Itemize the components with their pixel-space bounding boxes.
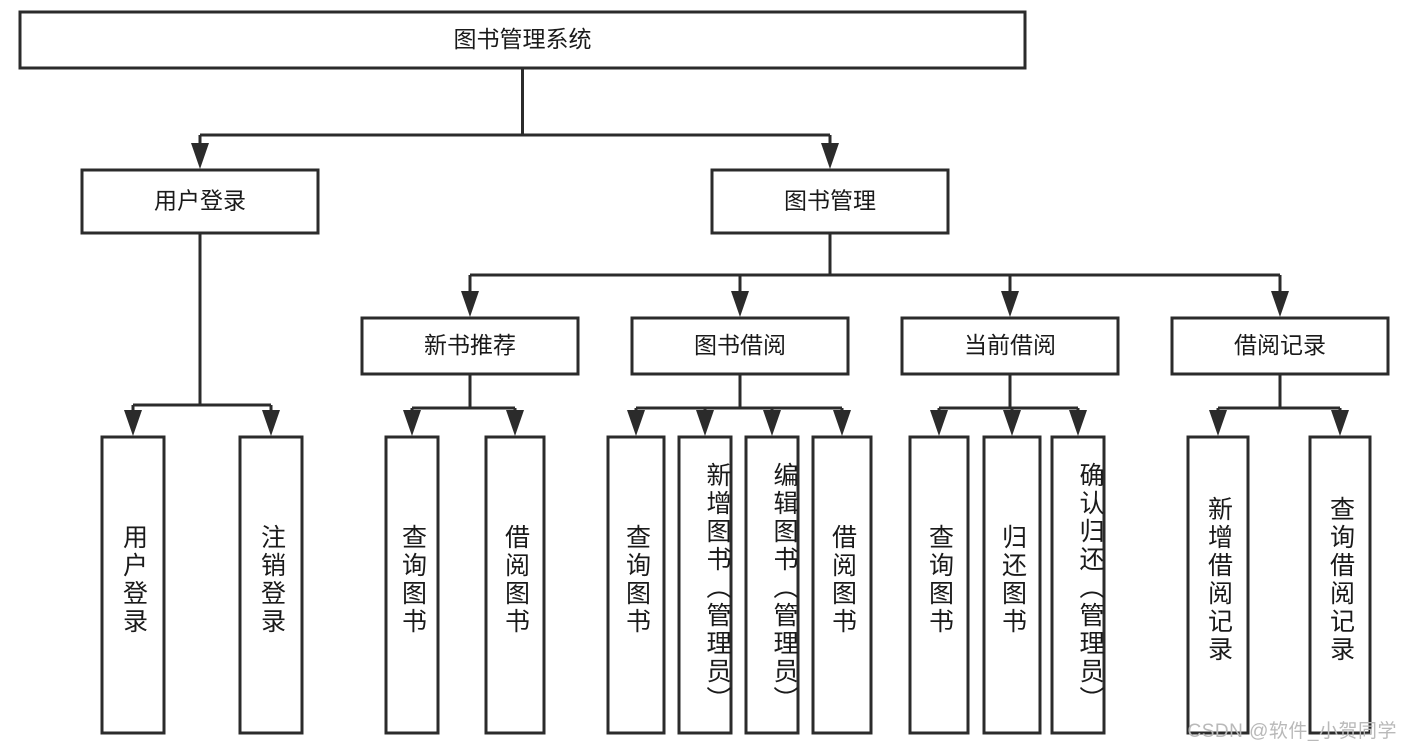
- watermark: CSDN @软件_小贺同学: [1187, 721, 1397, 742]
- leaf-box-leaf-add-book[interactable]: [677, 435, 733, 735]
- node-label-current-borrow: 当前借阅: [964, 332, 1056, 358]
- arrow-head-leaf-return-book: [1003, 410, 1021, 436]
- arrow-head-leaf-query-record: [1331, 410, 1349, 436]
- arrow-head-book-manage: [821, 143, 839, 169]
- leaf-box-leaf-edit-book[interactable]: [744, 435, 800, 735]
- arrow-head-leaf-borrow-book-b: [833, 410, 851, 436]
- node-box-new-book-rec[interactable]: [360, 316, 580, 376]
- arrow-head-leaf-logout: [262, 410, 280, 436]
- leaf-box-leaf-query-record[interactable]: [1308, 435, 1372, 735]
- arrow-head-book-borrow: [731, 291, 749, 317]
- leaf-box-leaf-return-book[interactable]: [982, 435, 1042, 735]
- arrow-head-leaf-borrow-book-rec: [506, 410, 524, 436]
- leaf-box-leaf-user-login[interactable]: [100, 435, 166, 735]
- node-label-user-login: 用户登录: [154, 188, 246, 214]
- node-box-book-borrow[interactable]: [630, 316, 850, 376]
- arrow-head-borrow-record: [1271, 291, 1289, 317]
- leaf-box-leaf-borrow-book-rec[interactable]: [484, 435, 546, 735]
- node-label-borrow-record: 借阅记录: [1234, 332, 1326, 358]
- node-label-new-book-rec: 新书推荐: [424, 332, 516, 358]
- arrow-head-leaf-query-book-b: [627, 410, 645, 436]
- node-box-book-manage[interactable]: [710, 168, 950, 235]
- arrow-head-leaf-query-book-c: [930, 410, 948, 436]
- node-box-user-login[interactable]: [80, 168, 320, 235]
- leaf-box-leaf-query-book-c[interactable]: [908, 435, 970, 735]
- leaf-box-leaf-add-record[interactable]: [1186, 435, 1250, 735]
- leaf-box-leaf-query-book-rec[interactable]: [384, 435, 440, 735]
- arrow-head-leaf-query-book-rec: [403, 410, 421, 436]
- leaf-box-leaf-confirm-return[interactable]: [1050, 435, 1106, 735]
- arrow-head-leaf-confirm-return: [1069, 410, 1087, 436]
- leaf-box-leaf-borrow-book-b[interactable]: [811, 435, 873, 735]
- arrow-head-leaf-edit-book: [763, 410, 781, 436]
- arrow-head-leaf-add-book: [696, 410, 714, 436]
- node-box-current-borrow[interactable]: [900, 316, 1120, 376]
- arrow-head-new-book-rec: [461, 291, 479, 317]
- leaf-box-leaf-query-book-b[interactable]: [606, 435, 666, 735]
- node-label-root: 图书管理系统: [454, 26, 592, 52]
- arrow-head-current-borrow: [1001, 291, 1019, 317]
- node-box-borrow-record[interactable]: [1170, 316, 1390, 376]
- arrow-head-leaf-user-login: [124, 410, 142, 436]
- node-label-book-manage: 图书管理: [784, 188, 876, 214]
- arrow-head-user-login: [191, 143, 209, 169]
- leaf-box-leaf-logout[interactable]: [238, 435, 304, 735]
- node-label-book-borrow: 图书借阅: [694, 332, 786, 358]
- arrow-head-leaf-add-record: [1209, 410, 1227, 436]
- connector-layer: [124, 68, 1349, 436]
- node-box-root[interactable]: [18, 10, 1027, 70]
